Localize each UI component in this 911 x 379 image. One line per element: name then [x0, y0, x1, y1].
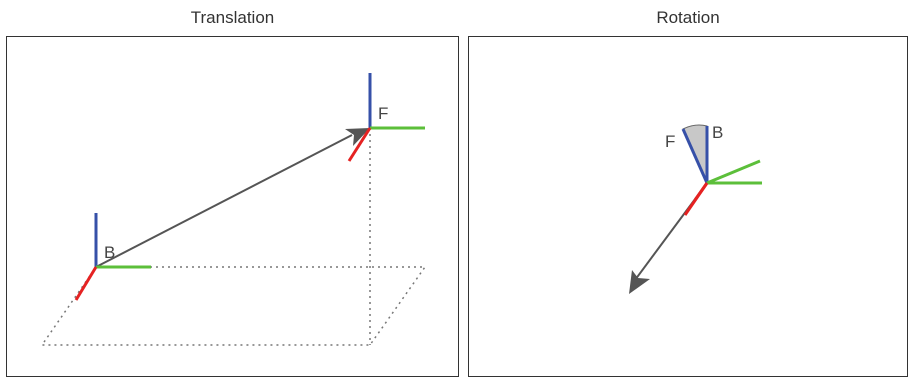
translation-panel: B F [6, 36, 459, 377]
frame-f-x-axis [693, 182, 709, 201]
ground-plane-guide [40, 266, 427, 346]
frame-b-label: B [104, 243, 115, 262]
frame-b-x-axis [74, 266, 98, 301]
frame-f-x-axis [347, 127, 372, 162]
frame-f-label: F [378, 104, 388, 123]
rotation-diagram: B F [629, 123, 762, 294]
frame-f-label: F [665, 132, 675, 151]
translation-panel-title: Translation [190, 8, 275, 27]
translation-vector [95, 134, 353, 268]
rotation-vector-arrowhead [629, 270, 650, 294]
frame-f-y-axis [706, 159, 761, 185]
frame-b-label: B [712, 123, 723, 142]
rotation-panel-title: Rotation [656, 8, 720, 27]
frame-f-axes [681, 128, 761, 201]
translation-vector-arrowhead [345, 128, 370, 146]
frame-f-z-axis [681, 128, 709, 184]
translation-diagram: B F [40, 73, 427, 346]
frame-f-axes [347, 73, 425, 162]
frame-b-axes [74, 213, 151, 301]
rotation-panel: B F [468, 36, 908, 377]
